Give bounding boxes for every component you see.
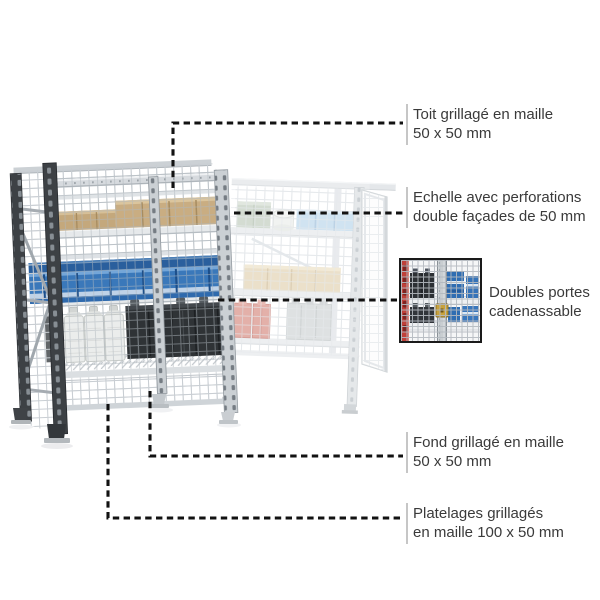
callout-text-line2: 50 x 50 mm [413,453,492,470]
right-bay-ghost [221,174,396,415]
callout-text-line1: Fond grillagé en maille [413,434,564,451]
front-mesh-cage [42,170,238,409]
callout-line-back-mesh [148,391,403,458]
callout-label-ladder-frame: Echelle avec perforations double façades… [406,187,586,228]
callout-text-line2: cadenassable [489,303,582,320]
callout-line-roof-mesh [171,121,403,188]
label-separator [406,503,408,544]
left-bay [9,159,239,435]
doors-inset-image [399,258,482,343]
callout-label-roof-mesh: Toit grillagé en maille 50 x 50 mm [406,104,554,145]
lower-mesh-panel [53,364,236,412]
callout-text-line1: Toit grillagé en maille [413,106,554,123]
callout-text-line2: 50 x 50 mm [413,125,492,142]
callout-text-line1: Platelages grillagés [413,505,544,522]
callout-label-back-mesh: Fond grillagé en maille 50 x 50 mm [406,432,564,473]
door-center-stile [148,176,168,395]
base-feet [9,394,241,449]
callout-text-line2: double façades de 50 mm [413,208,586,225]
open-mesh-door [361,189,388,373]
callout-lines [106,121,403,520]
label-separator [406,104,408,145]
callout-label-double-doors: Doubles portes cadenassable [489,283,590,321]
label-separator [406,187,408,228]
callout-text-line1: Echelle avec perforations [413,189,582,206]
label-separator [406,432,408,473]
callout-text-line2: en maille 100 x 50 mm [413,524,564,541]
callout-label-shelf-decks: Platelages grillagés en maille 100 x 50 … [406,503,564,544]
callout-text-line1: Doubles portes [489,284,590,301]
callout-line-shelf-decks [106,404,403,520]
ghost-front-mesh [225,183,366,357]
